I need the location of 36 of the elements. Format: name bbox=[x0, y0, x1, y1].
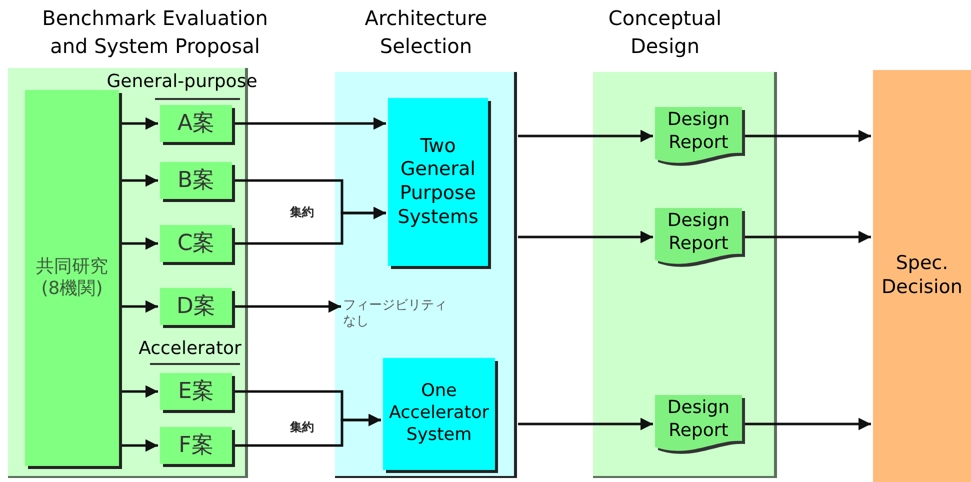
design-report-document: Design Report bbox=[655, 107, 742, 165]
arrow bbox=[122, 237, 158, 250]
process-box: D案 bbox=[160, 288, 232, 325]
process-box: A案 bbox=[160, 105, 232, 142]
arrow bbox=[235, 117, 386, 130]
group-label: Accelerator bbox=[138, 338, 242, 359]
merge-label: 集約 bbox=[290, 204, 315, 221]
process-box: C案 bbox=[160, 225, 232, 262]
arrow bbox=[745, 418, 871, 430]
note-text: フィージビリティなし bbox=[343, 298, 455, 332]
process-box: 共同研究(8機関) bbox=[25, 90, 119, 466]
phase-heading: Conceptual Design bbox=[607, 5, 723, 60]
process-box: B案 bbox=[160, 162, 232, 199]
arrow bbox=[235, 206, 386, 245]
design-report-document: Design Report bbox=[655, 208, 742, 266]
process-box: One Accelerator System bbox=[383, 358, 495, 470]
decision-box: Spec. Decision bbox=[873, 70, 971, 482]
phase-heading: Benchmark Evaluation and System Proposal bbox=[41, 5, 269, 60]
arrow bbox=[235, 414, 381, 447]
arrow bbox=[518, 418, 653, 430]
arrow bbox=[122, 300, 158, 313]
phase-heading: Architecture Selection bbox=[364, 5, 488, 60]
arrow bbox=[122, 117, 158, 130]
process-box: Two General Purpose Systems bbox=[388, 98, 488, 266]
process-box: F案 bbox=[160, 427, 232, 464]
arrow bbox=[122, 174, 158, 187]
arrow bbox=[235, 300, 341, 313]
merge-label: 集約 bbox=[290, 419, 315, 436]
arrow bbox=[745, 230, 871, 244]
process-box: E案 bbox=[160, 373, 232, 410]
design-report-document: Design Report bbox=[655, 395, 742, 453]
arrow bbox=[518, 230, 653, 244]
arrow bbox=[122, 439, 158, 452]
arrow bbox=[745, 130, 871, 142]
arrow bbox=[122, 385, 158, 398]
arrow bbox=[518, 130, 653, 142]
